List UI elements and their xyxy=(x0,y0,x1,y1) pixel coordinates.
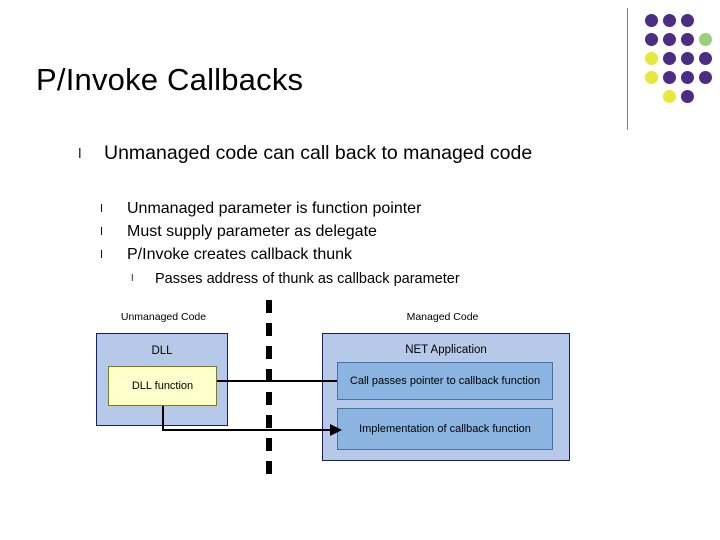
list-item: l P/Invoke creates callback thunk xyxy=(100,244,570,266)
divider-dash xyxy=(266,392,272,405)
bullet-text: P/Invoke creates callback thunk xyxy=(127,246,353,263)
divider-dash xyxy=(266,438,272,451)
decorative-dot xyxy=(663,14,676,27)
bullet-text: Unmanaged code can call back to managed … xyxy=(104,142,533,164)
vertical-rule xyxy=(627,8,628,130)
list-item: l Unmanaged parameter is function pointe… xyxy=(100,198,570,220)
decorative-dot-grid xyxy=(645,14,712,119)
decorative-dot xyxy=(681,52,694,65)
divider-dash xyxy=(266,461,272,474)
dll-label: DLL xyxy=(151,345,173,357)
net-application-label: NET Application xyxy=(405,344,487,356)
bullet-list-level-3: l Passes address of thunk as callback pa… xyxy=(131,269,571,289)
boundary-divider xyxy=(266,300,272,475)
connector-arrows xyxy=(162,380,342,436)
divider-dash xyxy=(266,323,272,336)
architecture-diagram: Unmanaged Code Managed Code DLL DLL func… xyxy=(0,300,720,490)
bullet-text: Unmanaged parameter is function pointer xyxy=(127,200,422,217)
divider-dash xyxy=(266,369,272,382)
decorative-dot xyxy=(681,33,694,46)
managed-code-label: Managed Code xyxy=(406,311,479,323)
divider-dash xyxy=(266,415,272,428)
dll-function-box: DLL function xyxy=(108,366,217,406)
decorative-dot xyxy=(681,90,694,103)
callback-implementation-box: Implementation of callback function xyxy=(337,408,553,450)
decorative-dot xyxy=(663,71,676,84)
divider-dash xyxy=(266,346,272,359)
decorative-dot xyxy=(681,71,694,84)
divider-dash xyxy=(266,300,272,313)
bullet-marker-icon: l xyxy=(100,248,104,261)
unmanaged-code-label: Unmanaged Code xyxy=(120,311,207,323)
bullet-marker-icon: l xyxy=(100,202,104,215)
decorative-dot xyxy=(699,52,712,65)
bullet-marker-icon: l xyxy=(78,147,82,162)
decorative-dot xyxy=(645,52,658,65)
list-item: l Unmanaged code can call back to manage… xyxy=(78,142,598,168)
decorative-dot xyxy=(699,71,712,84)
bullet-text: Passes address of thunk as callback para… xyxy=(155,271,460,287)
decorative-dot xyxy=(681,14,694,27)
bullet-text: Must supply parameter as delegate xyxy=(127,223,377,240)
decorative-dot xyxy=(663,33,676,46)
bullet-list-level-1: l Unmanaged code can call back to manage… xyxy=(78,142,598,168)
bullet-marker-icon: l xyxy=(100,225,104,238)
decorative-dot xyxy=(645,14,658,27)
decorative-dot xyxy=(663,52,676,65)
callback-pointer-box: Call passes pointer to callback function xyxy=(337,362,553,400)
list-item: l Must supply parameter as delegate xyxy=(100,221,570,243)
decorative-dot xyxy=(645,33,658,46)
page-title: P/Invoke Callbacks xyxy=(36,62,304,97)
list-item: l Passes address of thunk as callback pa… xyxy=(131,269,571,289)
decorative-dot xyxy=(699,33,712,46)
decorative-dot xyxy=(645,71,658,84)
bullet-list-level-2: l Unmanaged parameter is function pointe… xyxy=(100,198,570,267)
bullet-marker-icon: l xyxy=(131,274,134,284)
decorative-dot xyxy=(663,90,676,103)
